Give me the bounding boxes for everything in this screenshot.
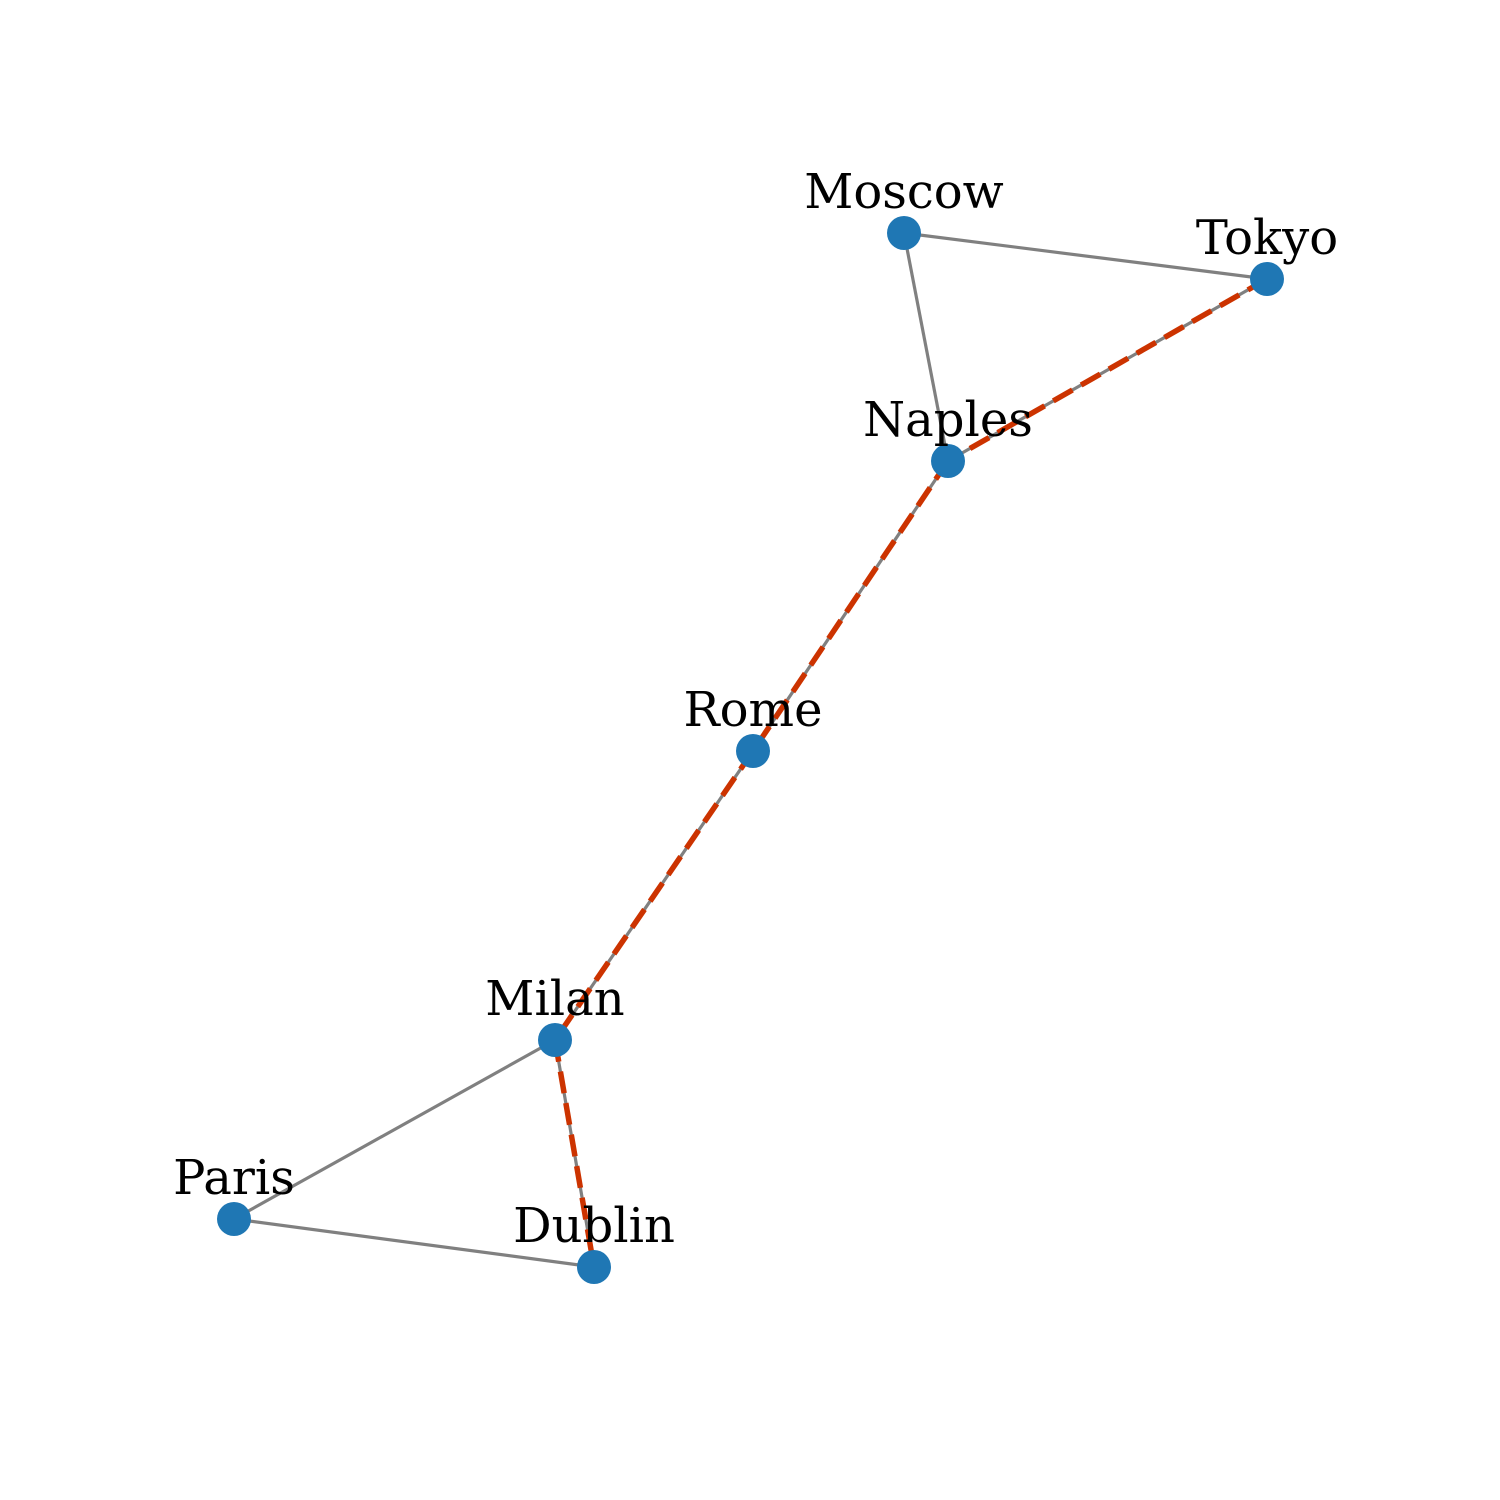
- node-paris: [217, 1202, 251, 1236]
- node-label-moscow: Moscow: [804, 164, 1004, 220]
- node-rome: [736, 734, 770, 768]
- node-tokyo: [1250, 262, 1284, 296]
- highlighted-path-layer: [552, 276, 1269, 1268]
- edge-moscow-tokyo: [903, 231, 1268, 281]
- path-segment-tokyo-naples: [946, 276, 1269, 464]
- node-label-tokyo: Tokyo: [1196, 210, 1338, 266]
- nodes-layer: [217, 216, 1284, 1284]
- node-label-dublin: Dublin: [513, 1198, 675, 1254]
- node-milan: [538, 1023, 572, 1057]
- edge-paris-dublin: [233, 1217, 595, 1269]
- node-dublin: [577, 1250, 611, 1284]
- node-naples: [931, 444, 965, 478]
- path-segment-naples-rome: [750, 459, 951, 753]
- path-segment-milan-dublin: [552, 1039, 597, 1268]
- node-label-naples: Naples: [863, 392, 1033, 448]
- node-label-milan: Milan: [485, 971, 624, 1027]
- node-label-rome: Rome: [684, 682, 823, 738]
- edge-moscow-naples: [902, 232, 950, 462]
- path-segment-rome-milan: [552, 749, 756, 1042]
- node-label-paris: Paris: [173, 1150, 295, 1206]
- node-moscow: [887, 216, 921, 250]
- edge-milan-paris: [233, 1038, 556, 1221]
